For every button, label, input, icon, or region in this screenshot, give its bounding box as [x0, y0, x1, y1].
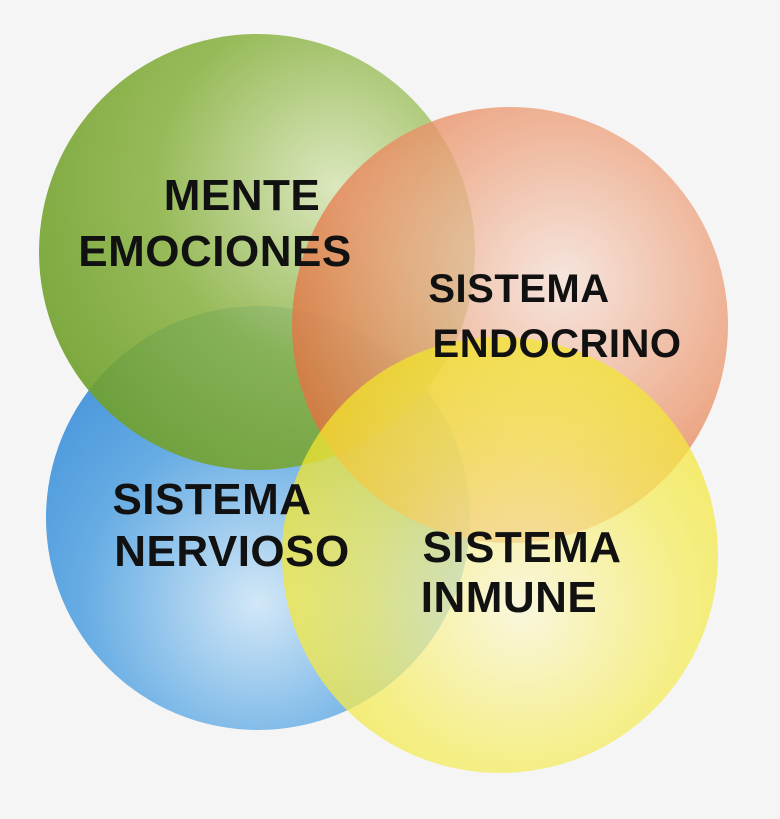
label-endocrino: SISTEMA ENDOCRINO	[428, 267, 681, 366]
label-mente: MENTE EMOCIONES	[78, 171, 351, 276]
label-inmune: SISTEMA INMUNE	[421, 523, 621, 622]
label-inmune-line1: SISTEMA	[422, 523, 621, 572]
label-inmune-line2: INMUNE	[421, 573, 598, 622]
label-nervioso-line1: SISTEMA	[112, 475, 311, 524]
label-nervioso: SISTEMA NERVIOSO	[112, 475, 349, 576]
label-nervioso-line2: NERVIOSO	[114, 527, 349, 576]
label-mente-line2: EMOCIONES	[78, 227, 351, 276]
label-endocrino-line2: ENDOCRINO	[433, 322, 682, 366]
circle-inmune	[282, 337, 718, 773]
label-endocrino-line1: SISTEMA	[428, 267, 609, 311]
label-mente-line1: MENTE	[164, 171, 321, 220]
